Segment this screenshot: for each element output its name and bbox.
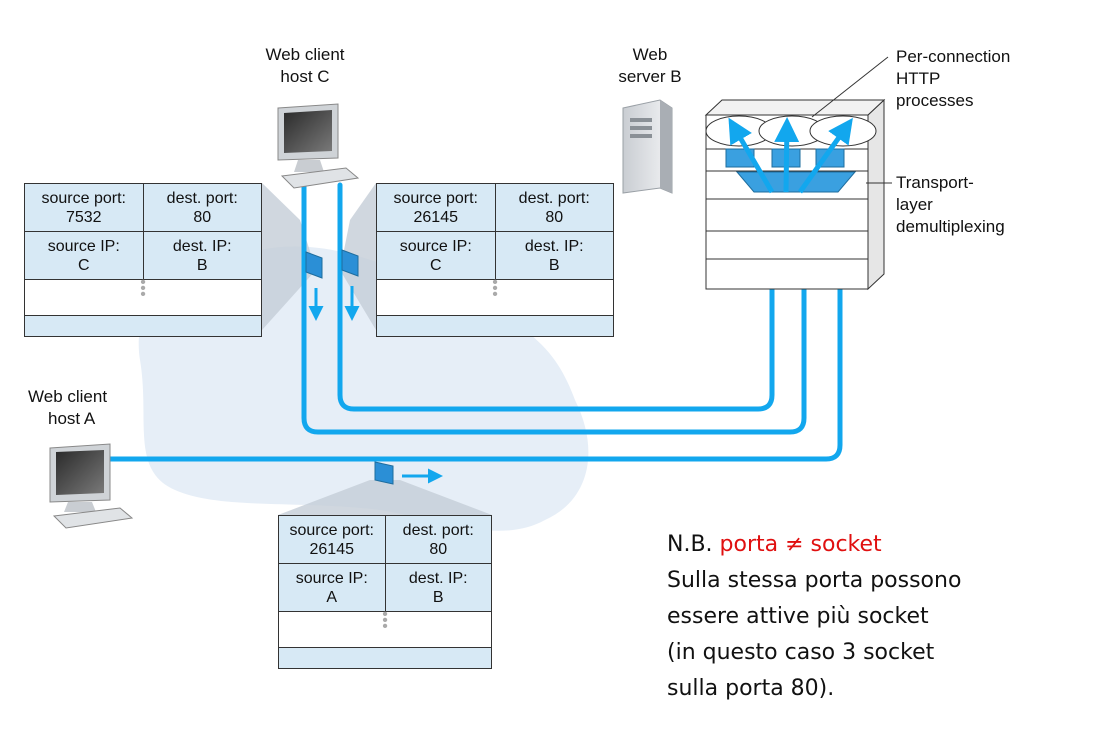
note-block: N.B. porta ≠ socket Sulla stessa porta p…: [667, 527, 961, 707]
shade-c1: [262, 183, 316, 330]
ellipsis-dots: •••: [140, 274, 146, 303]
dest-port-value: 80: [193, 208, 212, 226]
source-ip-label: source IP:: [399, 237, 472, 255]
dest-ip-cell: dest. IP: B: [142, 232, 262, 279]
label-client-a-line2: host A: [48, 409, 96, 428]
dest-port-value: 80: [545, 208, 564, 226]
segment-header-c1: source port: 7532 dest. port: 80 source …: [24, 183, 262, 337]
dest-port-label: dest. port:: [518, 189, 590, 207]
ellipsis-dots: •••: [382, 606, 388, 635]
source-ip-cell: source IP: A: [279, 564, 385, 611]
label-server-b-line2: server B: [618, 67, 682, 86]
note-line-3: (in questo caso 3 socket: [667, 640, 935, 665]
source-port-label: source port:: [289, 521, 374, 539]
connection-c2: [337, 127, 775, 412]
source-port-label: source port:: [393, 189, 478, 207]
dest-port-label: dest. port:: [402, 521, 474, 539]
source-ip-label: source IP:: [47, 237, 120, 255]
dest-port-cell: dest. port: 80: [142, 184, 262, 231]
note-line-4: sulla porta 80).: [667, 676, 835, 701]
arrow-to-proc-3: [797, 117, 853, 194]
source-ip-label: source IP:: [295, 569, 368, 587]
source-ip-cell: source IP: C: [377, 232, 495, 279]
source-port-value: 26145: [309, 540, 355, 558]
note-highlight: porta ≠ socket: [719, 532, 882, 557]
label-server-b-line1: Web: [632, 45, 668, 64]
label-client-a: Web client host A: [28, 386, 148, 430]
source-ip-cell: source IP: C: [25, 232, 143, 279]
source-ip-value: C: [429, 256, 442, 274]
dest-port-cell: dest. port: 80: [384, 516, 492, 563]
label-client-c-line1: Web client: [265, 45, 345, 64]
http-processes: [705, 115, 877, 147]
dest-ip-value: B: [196, 256, 208, 274]
dest-ip-label: dest. IP:: [172, 237, 232, 255]
label-client-a-line1: Web client: [28, 387, 108, 406]
callout-processes: [811, 56, 889, 118]
label-transport-line1: Transport-: [896, 173, 974, 192]
note-prefix: N.B.: [667, 532, 720, 557]
note-heading: N.B. porta ≠ socket: [667, 527, 961, 563]
arrow-to-proc-1: [728, 117, 775, 194]
packet-a1: [374, 461, 443, 485]
arrow-to-proc-2: [774, 117, 800, 193]
source-port-cell: source port: 26145: [279, 516, 385, 563]
note-line-2: essere attive più socket: [667, 604, 929, 629]
host-a-computer: [49, 443, 134, 529]
demux: [735, 171, 857, 193]
source-port-cell: source port: 7532: [25, 184, 143, 231]
dest-ip-cell: dest. IP: B: [384, 564, 492, 611]
dest-ip-label: dest. IP:: [408, 569, 468, 587]
label-client-c-line2: host C: [280, 67, 330, 86]
dest-ip-value: B: [548, 256, 560, 274]
segment-header-c2: source port: 26145 dest. port: 80 source…: [376, 183, 614, 337]
dest-port-cell: dest. port: 80: [494, 184, 614, 231]
packet-c1: [305, 251, 324, 321]
shade-a1: [278, 480, 492, 515]
host-c-computer: [277, 103, 360, 189]
note-line-1: Sulla stessa porta possono: [667, 568, 962, 593]
label-per-connection-line2: HTTP: [896, 69, 941, 88]
ellipsis-dots: •••: [492, 274, 498, 303]
source-ip-value: A: [326, 588, 338, 606]
label-client-c: Web client host C: [245, 44, 365, 88]
segment-header-a1: source port: 26145 dest. port: 80 source…: [278, 515, 492, 669]
label-per-connection-line1: Per-connection: [896, 47, 1011, 66]
dest-port-label: dest. port:: [166, 189, 238, 207]
label-per-connection-line3: processes: [896, 91, 974, 110]
server-b-tower: [622, 99, 673, 194]
label-per-connection: Per-connection HTTP processes: [896, 46, 1056, 112]
label-server-b: Web server B: [600, 44, 700, 88]
packet-c2: [341, 249, 360, 321]
dest-ip-label: dest. IP:: [524, 237, 584, 255]
source-port-label: source port:: [41, 189, 126, 207]
dest-ip-cell: dest. IP: B: [494, 232, 614, 279]
source-port-value: 26145: [413, 208, 459, 226]
connection-a1: [107, 127, 843, 462]
label-transport: Transport- layer demultiplexing: [896, 172, 1056, 238]
source-ip-value: C: [77, 256, 90, 274]
label-transport-line2: layer: [896, 195, 933, 214]
source-port-cell: source port: 26145: [377, 184, 495, 231]
label-transport-line3: demultiplexing: [896, 217, 1005, 236]
dest-ip-value: B: [432, 588, 444, 606]
dest-port-value: 80: [429, 540, 448, 558]
source-port-value: 7532: [65, 208, 102, 226]
connection-c1: [301, 127, 807, 435]
